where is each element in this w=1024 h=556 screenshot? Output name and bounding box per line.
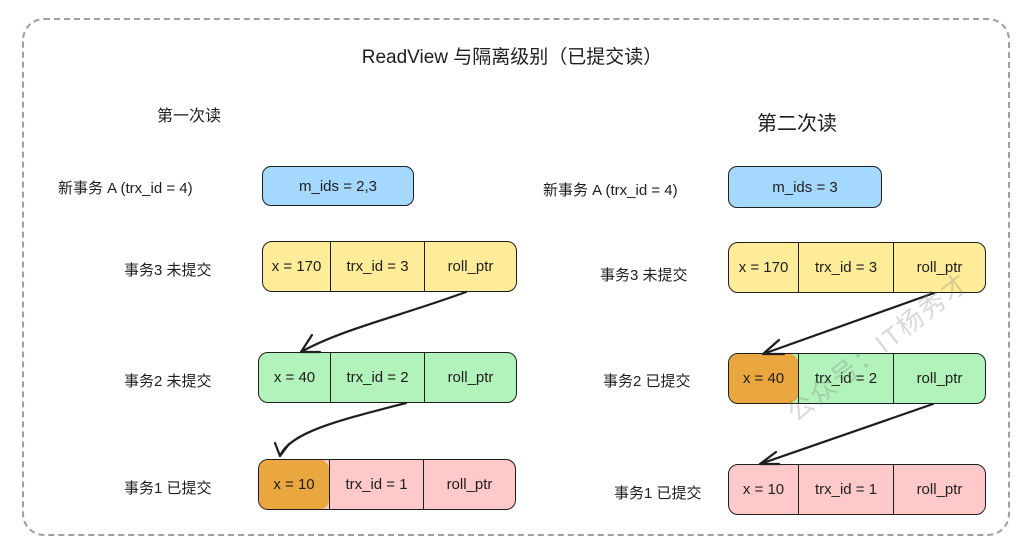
left-m-ids-box: m_ids = 2,3	[262, 166, 414, 206]
trx-id-cell: trx_id = 3	[798, 243, 893, 292]
roll-ptr-cell: roll_ptr	[893, 465, 985, 514]
right-record-label: 事务3 未提交	[600, 267, 688, 284]
trx-id-cell: trx_id = 3	[330, 242, 424, 291]
right-record-label: 事务1 已提交	[614, 485, 702, 502]
right-new-trx-label: 新事务 A (trx_id = 4)	[543, 182, 678, 199]
value-cell: x = 40	[273, 369, 316, 386]
visible-value-cell: x = 10	[259, 460, 329, 509]
value-cell: x = 170	[738, 259, 789, 276]
value-cell: x = 10	[742, 481, 785, 498]
left-undo-record-trx2: x = 40 trx_id = 2 roll_ptr	[258, 352, 517, 403]
diagram-title: ReadView 与隔离级别（已提交读）	[361, 47, 663, 68]
trx-id-cell: trx_id = 1	[798, 465, 893, 514]
right-heading: 第二次读	[757, 113, 837, 135]
left-record-label: 事务2 未提交	[124, 373, 212, 390]
trx-id-cell: trx_id = 1	[329, 460, 423, 509]
roll-ptr-cell: roll_ptr	[424, 353, 516, 402]
roll-ptr-cell: roll_ptr	[423, 460, 515, 509]
roll-ptr-cell: roll_ptr	[893, 354, 985, 403]
value-cell: x = 170	[271, 258, 322, 275]
left-undo-record-trx3: x = 170 trx_id = 3 roll_ptr	[262, 241, 517, 292]
left-heading: 第一次读	[157, 108, 222, 125]
dashed-frame	[22, 18, 1010, 536]
right-undo-record-trx2: x = 40 trx_id = 2 roll_ptr	[728, 353, 986, 404]
left-new-trx-label: 新事务 A (trx_id = 4)	[58, 180, 193, 197]
visible-value-cell: x = 40	[729, 354, 798, 403]
trx-id-cell: trx_id = 2	[330, 353, 424, 402]
left-record-label: 事务3 未提交	[124, 262, 212, 279]
left-m-ids-text: m_ids = 2,3	[299, 177, 377, 195]
left-undo-record-trx1: x = 10 trx_id = 1 roll_ptr	[258, 459, 516, 510]
right-undo-record-trx1: x = 10 trx_id = 1 roll_ptr	[728, 464, 986, 515]
right-m-ids-text: m_ids = 3	[772, 178, 838, 196]
roll-ptr-cell: roll_ptr	[424, 242, 516, 291]
roll-ptr-cell: roll_ptr	[893, 243, 985, 292]
trx-id-cell: trx_id = 2	[798, 354, 893, 403]
left-record-label: 事务1 已提交	[124, 480, 212, 497]
right-m-ids-box: m_ids = 3	[728, 166, 882, 208]
right-record-label: 事务2 已提交	[603, 373, 691, 390]
